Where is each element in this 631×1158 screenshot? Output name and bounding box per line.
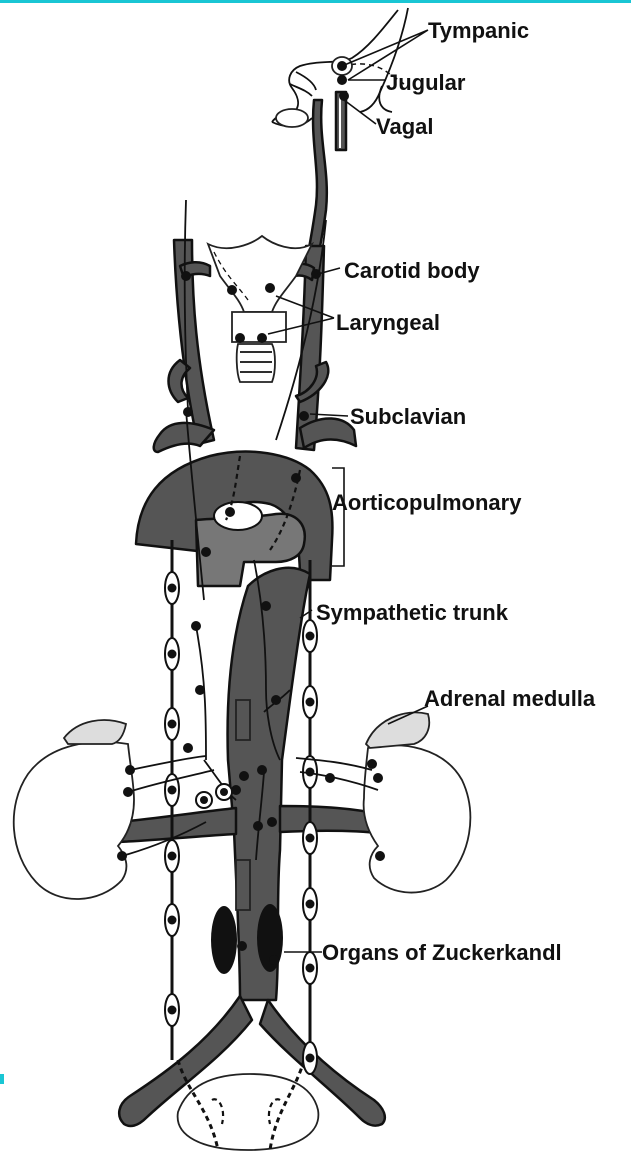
paraganglion-dot [123, 787, 133, 797]
ganglion-dot [306, 834, 315, 843]
label-vagal: Vagal [376, 114, 433, 139]
larynx-drawing [208, 236, 312, 382]
organ-of-zuckerkandl-right [211, 906, 237, 974]
edge-marker [0, 1074, 4, 1084]
left-kidney [364, 712, 471, 892]
paraganglion-dot [339, 91, 349, 101]
label-adrenal-medulla: Adrenal medulla [424, 686, 596, 711]
right-kidney [14, 720, 134, 899]
bladder [178, 1074, 319, 1150]
paraganglion-dot [271, 695, 281, 705]
ganglion-dot [306, 698, 315, 707]
ganglion-dot [168, 720, 177, 729]
paraganglion-dot [261, 601, 271, 611]
paraganglion-dot [220, 788, 228, 796]
top-accent-line [0, 0, 631, 3]
paraganglion-dot [257, 765, 267, 775]
ganglion-dot [306, 1054, 315, 1063]
paraganglion-dot [325, 773, 335, 783]
ganglion-dot [168, 650, 177, 659]
paraganglion-dot [239, 771, 249, 781]
paraganglion-dot [117, 851, 127, 861]
ganglion-dot [168, 584, 177, 593]
paraganglion-dot [200, 796, 208, 804]
label-subclavian: Subclavian [350, 404, 466, 429]
label-laryngeal: Laryngeal [336, 310, 440, 335]
ganglion-dot [306, 964, 315, 973]
left-subclavian-artery [300, 418, 356, 448]
right-subclavian-artery [154, 423, 214, 452]
label-carotid-body: Carotid body [344, 258, 480, 283]
label-jugular: Jugular [386, 70, 466, 95]
label-tympanic: Tympanic [428, 18, 529, 43]
paraganglion-dot [367, 759, 377, 769]
paraganglion-dot [337, 75, 347, 85]
paraganglion-dot [253, 821, 263, 831]
ganglion-dot [168, 1006, 177, 1015]
paraganglion-dot [125, 765, 135, 775]
label-aorticopulmonary: Aorticopulmonary [332, 490, 522, 515]
ganglion-dot [168, 916, 177, 925]
paraganglion-dot [195, 685, 205, 695]
paraganglion-dot [237, 941, 247, 951]
paraganglion-dot [235, 333, 245, 343]
paraganglion-dot [225, 507, 235, 517]
ganglion-dot [306, 900, 315, 909]
paraganglion-dot [267, 817, 277, 827]
paraganglion-dot [375, 851, 385, 861]
label-organs-of-zuckerkandl: Organs of Zuckerkandl [322, 940, 562, 965]
ganglion-dot [168, 786, 177, 795]
paraganglion-dot [265, 283, 275, 293]
paraganglion-dot [227, 285, 237, 295]
ganglion-dot [306, 632, 315, 641]
paraganglion-dot [291, 473, 301, 483]
paraganglion-dot [191, 621, 201, 631]
paraganglion-dot [183, 407, 193, 417]
label-sympathetic-trunk: Sympathetic trunk [316, 600, 509, 625]
paraganglion-dot [269, 955, 279, 965]
paraganglion-dot [201, 547, 211, 557]
paraganglion-dot [373, 773, 383, 783]
paraganglion-dot [183, 743, 193, 753]
paraganglion-dot [181, 271, 191, 281]
ganglion-dot [168, 852, 177, 861]
paraganglion-dot [299, 411, 309, 421]
paraganglion-dot [257, 333, 267, 343]
